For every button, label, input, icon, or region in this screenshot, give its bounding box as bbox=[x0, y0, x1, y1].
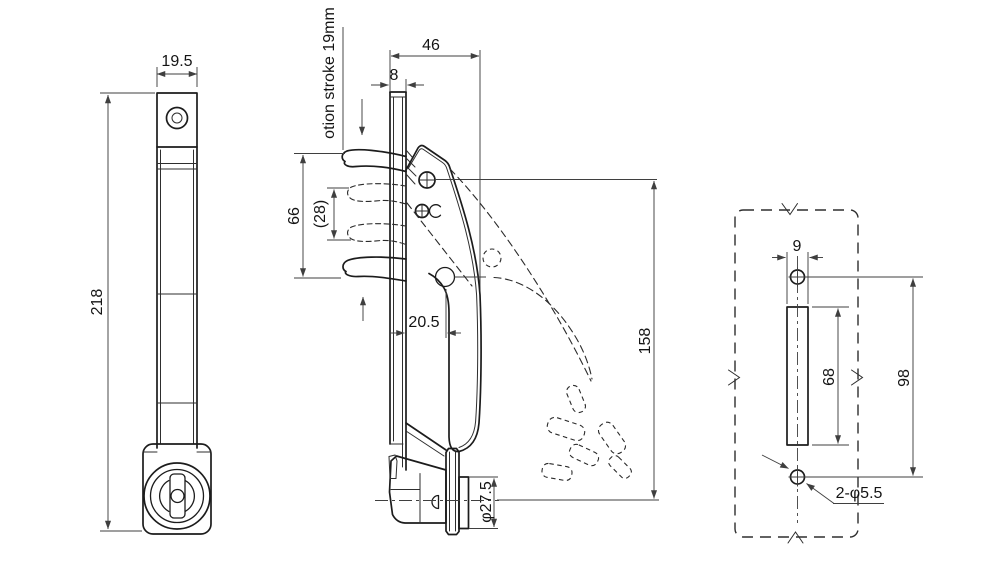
panel-outline bbox=[734, 209, 859, 538]
hole-pitch-dim-label: 98 bbox=[896, 369, 913, 387]
side-open-position bbox=[406, 168, 632, 482]
side-lock-assembly bbox=[388, 447, 470, 536]
side-pivot bbox=[434, 266, 456, 288]
front-lock-housing bbox=[142, 443, 212, 535]
front-width-dim-label: 19.5 bbox=[161, 53, 192, 70]
side-hooks-stroke-position bbox=[347, 183, 407, 246]
front-view: 19.5 218 bbox=[89, 53, 212, 535]
side-screws bbox=[414, 171, 442, 219]
front-keyway bbox=[169, 473, 186, 519]
slot-length-dim-label: 68 bbox=[821, 368, 838, 386]
barrel-diameter-dim-label: φ27.5 bbox=[478, 481, 495, 523]
front-height-dim-label: 218 bbox=[89, 289, 106, 316]
front-bar bbox=[156, 146, 198, 449]
side-hooks bbox=[341, 148, 407, 282]
front-top-screw bbox=[165, 106, 189, 130]
lock-barrel bbox=[458, 476, 470, 530]
slot-width-dim-label: 9 bbox=[793, 238, 802, 255]
hook-gap-dim-label: (28) bbox=[312, 200, 329, 228]
mounting-hole-top bbox=[788, 267, 807, 287]
panel-break-marks bbox=[728, 203, 864, 544]
c-mark bbox=[428, 204, 442, 218]
side-handle-body bbox=[405, 144, 482, 457]
latch-cam bbox=[388, 455, 447, 524]
plate-thickness-dim-label: 8 bbox=[390, 67, 399, 84]
motion-stroke-note: otion stroke 19mm bbox=[321, 7, 338, 139]
hook-span-dim-label: 66 bbox=[286, 207, 303, 225]
top-width-dim-label: 46 bbox=[422, 37, 440, 54]
mounting-hole-bottom bbox=[788, 467, 807, 487]
side-view: otion stroke 19mm 8 46 bbox=[286, 7, 659, 536]
front-top-block bbox=[156, 92, 198, 148]
hole-spec-label: 2-φ5.5 bbox=[836, 485, 883, 502]
mounting-view: 9 68 98 2-φ5.5 bbox=[728, 203, 923, 544]
grip-offset-dim-label: 20.5 bbox=[408, 314, 439, 331]
mount-height-dim-label: 158 bbox=[637, 328, 654, 355]
